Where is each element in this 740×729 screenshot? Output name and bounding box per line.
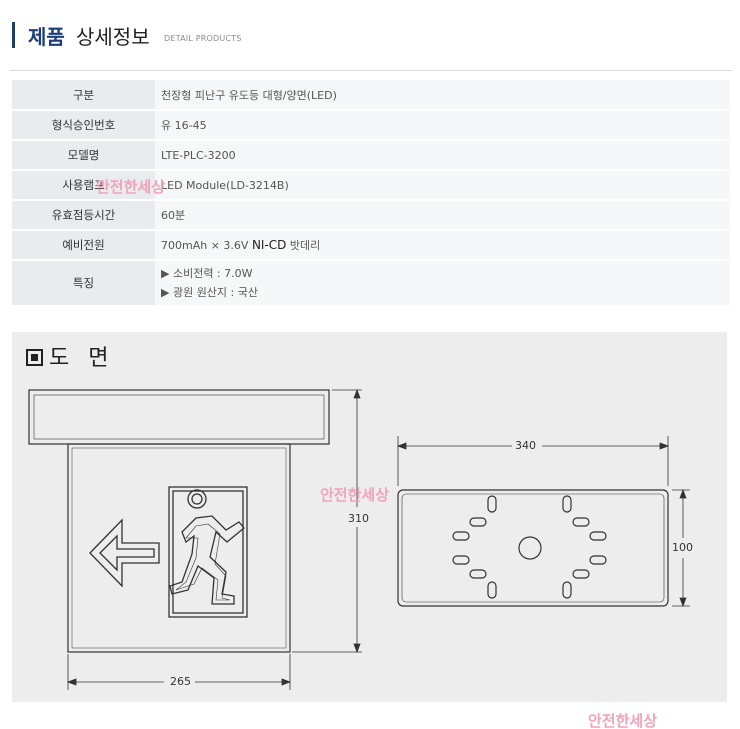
feature-line: ▶ 소비전력 : 7.0W — [161, 267, 253, 280]
spec-label: 사용램프 — [12, 170, 155, 201]
header-divider — [10, 70, 732, 71]
table-row: 형식승인번호 유 16-45 — [12, 110, 730, 141]
dim-label-top-width: 340 — [515, 439, 536, 452]
table-row: 예비전원 700mAh × 3.6V NI-CD 밧데리 — [12, 230, 730, 261]
mount-box — [28, 389, 330, 445]
drawing-svg — [28, 388, 690, 690]
table-row: 유효점등시간 60분 — [12, 200, 730, 231]
spec-value: LTE-PLC-3200 — [155, 140, 730, 171]
dimension-front-width — [66, 654, 292, 690]
header-accent-bar — [12, 22, 15, 48]
dimension-top-depth — [672, 488, 690, 608]
sign-panel — [67, 443, 291, 653]
dimension-front-height — [292, 388, 362, 654]
spec-label: 모델명 — [12, 140, 155, 171]
watermark: 안전한세상 — [320, 486, 390, 504]
header-title-bold: 제품 — [28, 25, 65, 49]
spec-value: ▶ 소비전력 : 7.0W ▶ 광원 원산지 : 국산 — [155, 260, 730, 307]
spec-value: 천장형 피난구 유도등 대형/양면(LED) — [155, 80, 730, 111]
left-arrow-icon — [89, 518, 160, 588]
table-row: 모델명 LTE-PLC-3200 — [12, 140, 730, 171]
header-title: 상세정보 — [76, 25, 150, 49]
table-row: 특징 ▶ 소비전력 : 7.0W ▶ 광원 원산지 : 국산 — [12, 260, 730, 307]
drawing-title-text: 도 면 — [49, 346, 115, 371]
spec-label: 구분 — [12, 80, 155, 111]
spec-value: 60분 — [155, 200, 730, 231]
spec-table: 구분 천장형 피난구 유도등 대형/양면(LED) 형식승인번호 유 16-45… — [12, 80, 730, 307]
top-view — [397, 489, 669, 607]
spec-value: LED Module(LD-3214B) — [155, 170, 730, 201]
dim-label-front-height: 310 — [348, 512, 369, 525]
spec-value: 700mAh × 3.6V NI-CD 밧데리 — [155, 230, 730, 261]
watermark: 안전한세상 — [96, 178, 166, 196]
square-bullet-icon — [26, 349, 43, 366]
header-subtitle: DETAIL PRODUCTS — [164, 34, 242, 43]
spec-value-battery-type: NI-CD — [251, 238, 287, 252]
dimension-top-width — [396, 436, 670, 486]
section-header: 제품 상세정보 DETAIL PRODUCTS — [12, 18, 730, 52]
dim-label-front-width: 265 — [170, 675, 191, 688]
spec-label: 유효점등시간 — [12, 200, 155, 231]
watermark: 안전한세상 — [588, 712, 658, 729]
spec-value: 유 16-45 — [155, 110, 730, 141]
exit-man-icon — [168, 486, 248, 618]
drawing-title: 도 면 — [26, 340, 114, 372]
spec-value-post: 밧데리 — [286, 239, 321, 252]
feature-line: ▶ 광원 원산지 : 국산 — [161, 286, 258, 299]
sign-panel-inner — [71, 447, 287, 649]
technical-drawing: 도 면 — [12, 332, 727, 702]
spec-value-pre: 700mAh × 3.6V — [161, 239, 252, 252]
dim-label-top-depth: 100 — [672, 541, 693, 554]
spec-label: 형식승인번호 — [12, 110, 155, 141]
spec-label: 특징 — [12, 260, 155, 307]
spec-label: 예비전원 — [12, 230, 155, 261]
table-row: 구분 천장형 피난구 유도등 대형/양면(LED) — [12, 80, 730, 111]
mount-box-inner — [33, 394, 325, 440]
table-row: 사용램프 LED Module(LD-3214B) — [12, 170, 730, 201]
